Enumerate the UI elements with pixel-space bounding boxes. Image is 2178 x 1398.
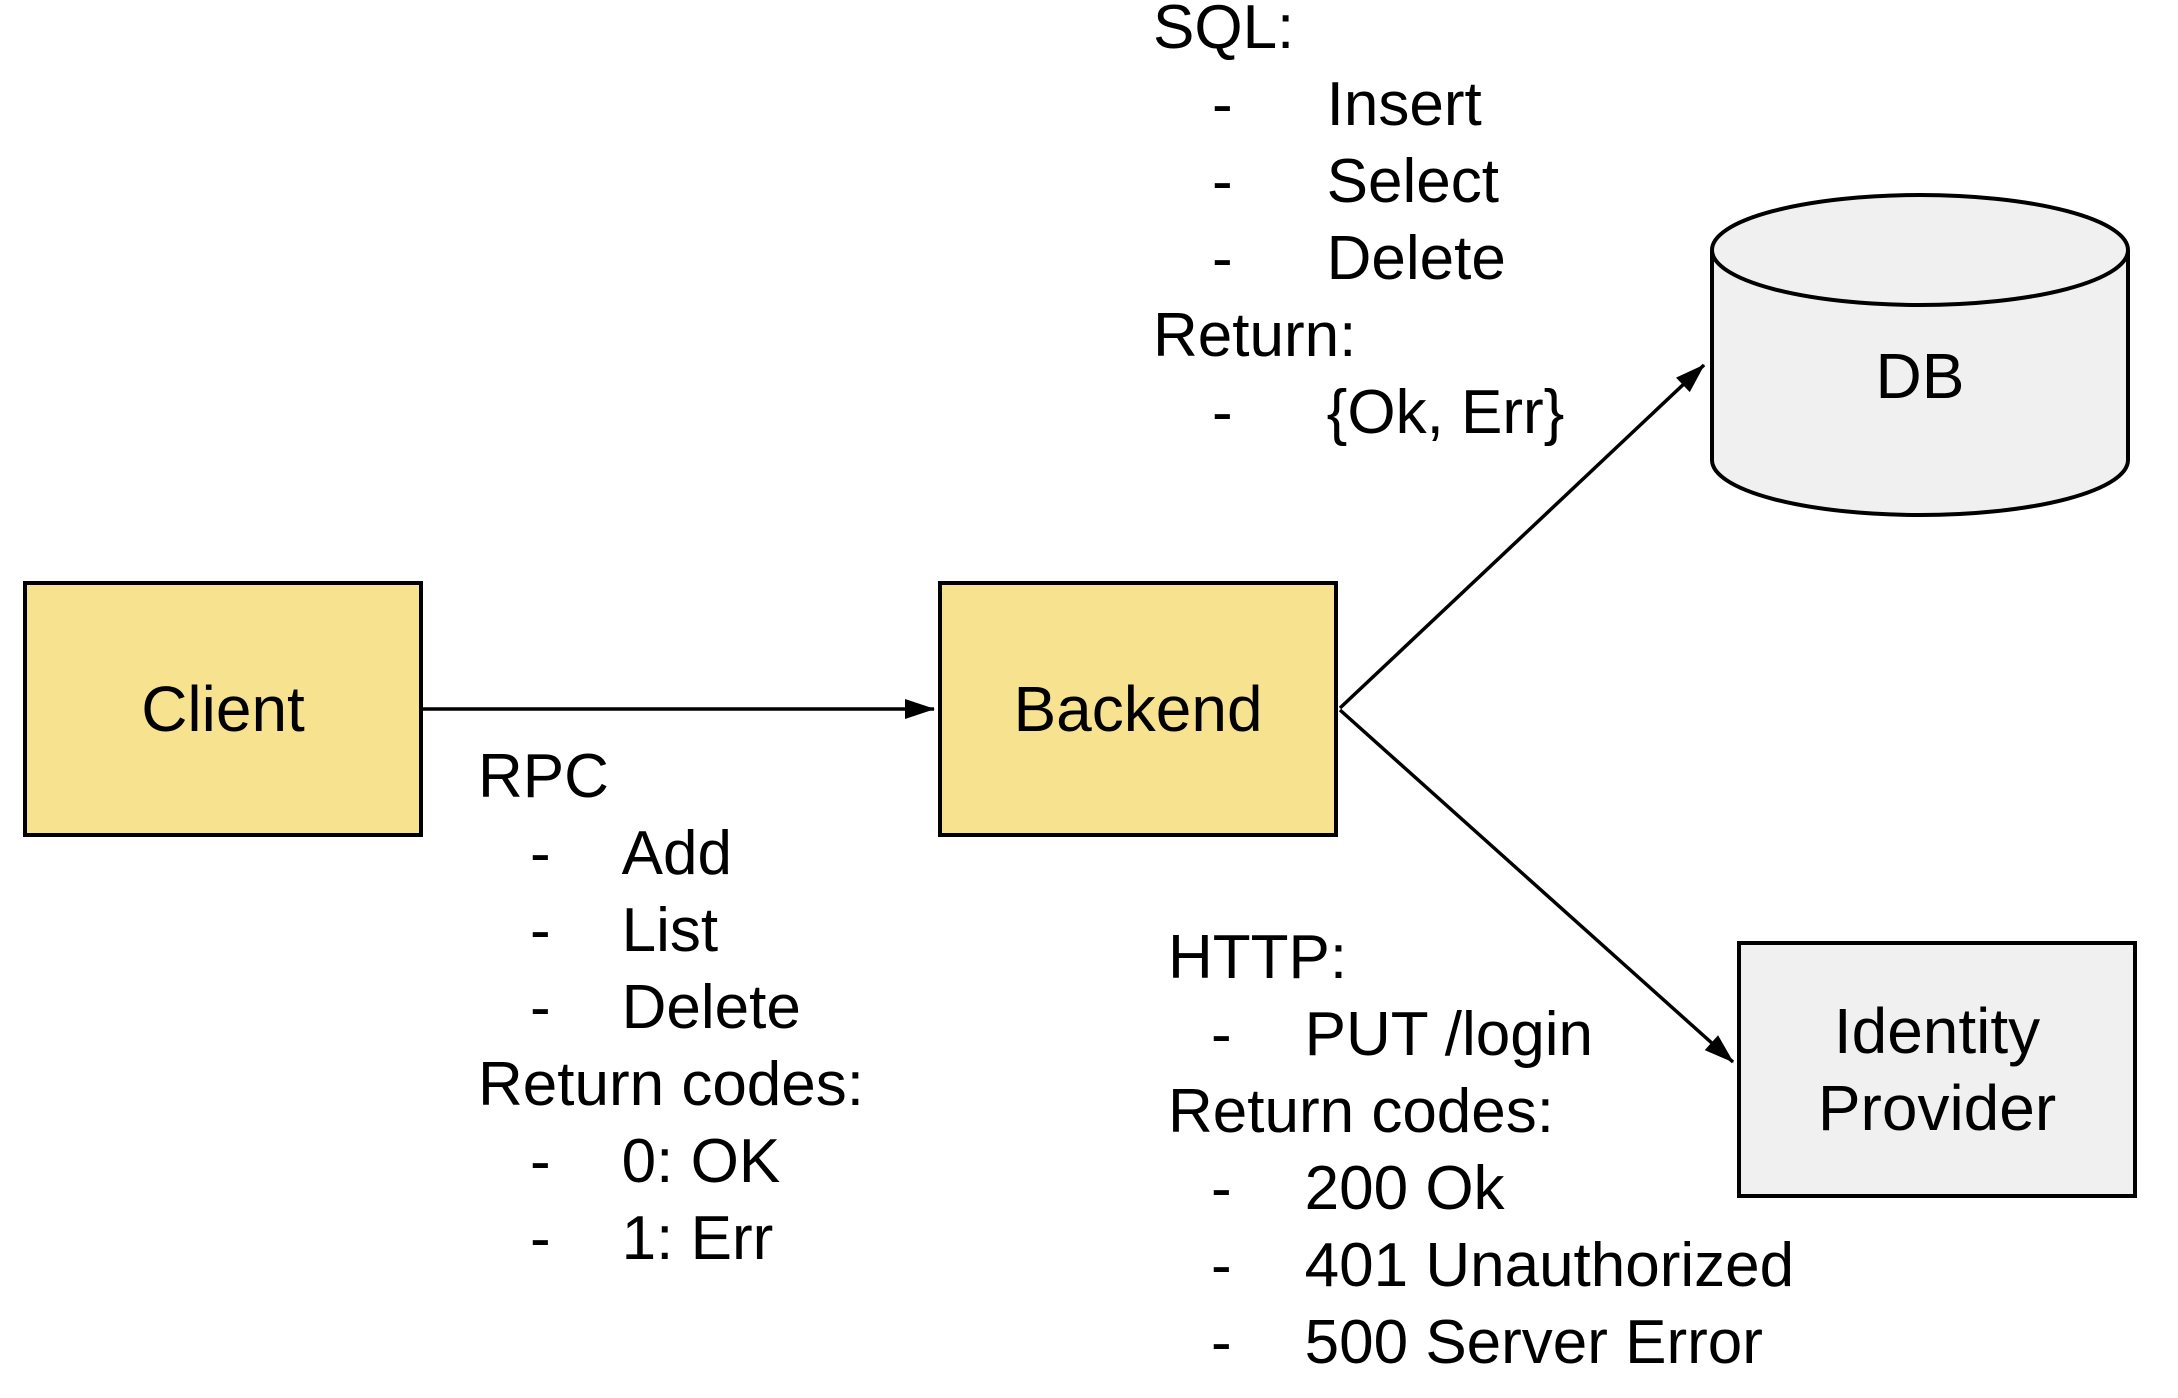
list-item: - 401 Unauthorized: [1168, 1227, 1794, 1304]
list-item: - Insert: [1153, 66, 1564, 143]
list-item-text: List: [621, 896, 719, 965]
bullet-dash: -: [1212, 147, 1233, 216]
annotation-http-heading: HTTP:: [1168, 923, 1348, 992]
node-identity-provider: Identity Provider: [1737, 941, 2137, 1198]
bullet-dash: -: [530, 973, 551, 1042]
list-item-text: Add: [621, 819, 732, 888]
list-item-text: Select: [1326, 147, 1499, 216]
list-item-text: 200 Ok: [1304, 1154, 1505, 1223]
list-item-text: {Ok, Err}: [1326, 378, 1565, 447]
bullet-dash: -: [1212, 378, 1233, 447]
bullet-dash: -: [1212, 224, 1233, 293]
annotation-sql-return-heading: Return:: [1153, 301, 1357, 370]
backend-label: Backend: [1013, 672, 1263, 745]
bullet-dash: -: [1211, 1231, 1232, 1300]
list-item: - PUT /login: [1168, 996, 1794, 1073]
bullet-dash: -: [530, 1204, 551, 1273]
list-item: - 0: OK: [478, 1123, 864, 1200]
list-item-text: Delete: [621, 973, 801, 1042]
list-item-text: 1: Err: [621, 1204, 774, 1273]
list-item-text: 401 Unauthorized: [1304, 1231, 1795, 1300]
annotation-rpc-heading: RPC: [478, 742, 609, 811]
list-item: - Delete: [478, 969, 864, 1046]
bullet-dash: -: [530, 1127, 551, 1196]
annotation-rpc-return-heading: Return codes:: [478, 1050, 864, 1119]
list-item: - {Ok, Err}: [1153, 374, 1564, 451]
annotation-http: HTTP: - PUT /login Return codes: - 200 O…: [1168, 919, 1794, 1381]
bullet-dash: -: [1211, 1000, 1232, 1069]
identity-provider-label-line1: Identity: [1833, 994, 2041, 1067]
database-cylinder-icon: [1710, 193, 2130, 517]
node-backend: Backend: [938, 581, 1338, 837]
annotation-rpc: RPC - Add - List - Delete Return codes: …: [478, 738, 864, 1277]
bullet-dash: -: [530, 896, 551, 965]
list-item: - 500 Server Error: [1168, 1304, 1794, 1381]
list-item: - List: [478, 892, 864, 969]
annotation-sql: SQL: - Insert - Select - Delete Return: …: [1153, 0, 1564, 451]
list-item: - Add: [478, 815, 864, 892]
list-item: - Delete: [1153, 220, 1564, 297]
annotation-sql-heading: SQL:: [1153, 0, 1295, 62]
list-item-text: 500 Server Error: [1304, 1308, 1763, 1377]
bullet-dash: -: [530, 819, 551, 888]
annotation-http-return-heading: Return codes:: [1168, 1077, 1554, 1146]
node-client: Client: [23, 581, 423, 837]
identity-provider-label-line2: Provider: [1817, 1071, 2057, 1144]
bullet-dash: -: [1211, 1308, 1232, 1377]
list-item-text: Insert: [1326, 70, 1482, 139]
db-label: DB: [1875, 340, 1965, 412]
bullet-dash: -: [1211, 1154, 1232, 1223]
list-item-text: Delete: [1326, 224, 1506, 293]
client-label: Client: [141, 672, 305, 745]
list-item-text: 0: OK: [621, 1127, 781, 1196]
bullet-dash: -: [1212, 70, 1233, 139]
list-item: - 200 Ok: [1168, 1150, 1794, 1227]
list-item: - Select: [1153, 143, 1564, 220]
node-db: DB: [1710, 193, 2130, 517]
list-item: - 1: Err: [478, 1200, 864, 1277]
list-item-text: PUT /login: [1304, 1000, 1593, 1069]
